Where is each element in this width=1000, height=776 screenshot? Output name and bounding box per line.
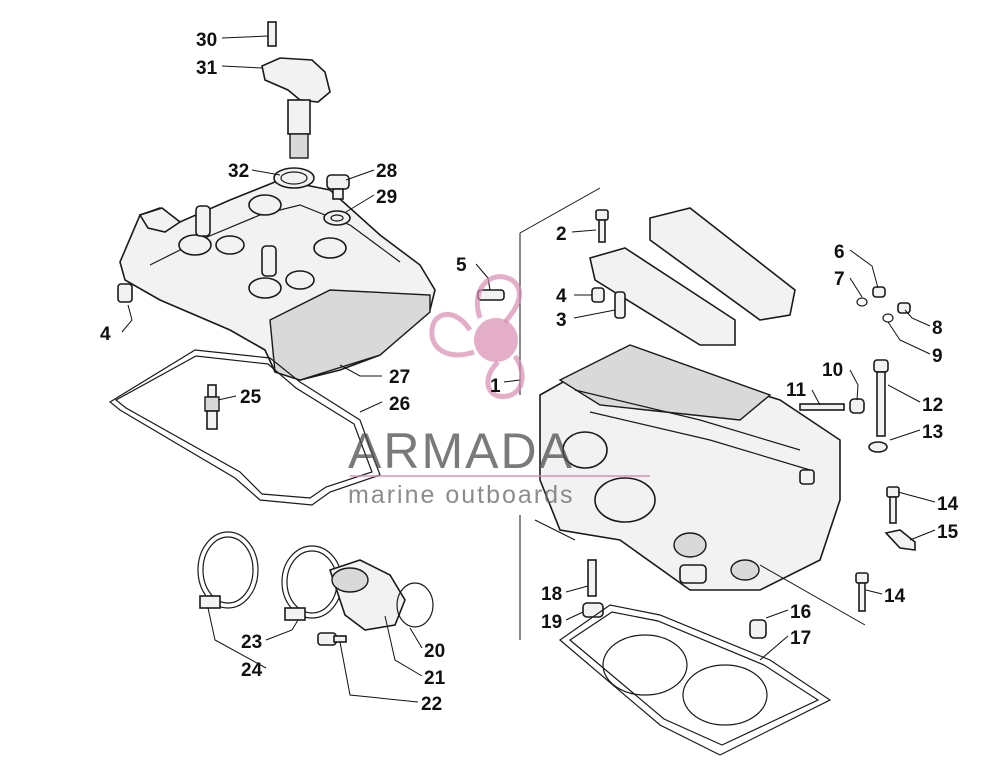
watermark: ARMADA marine outboards (348, 274, 650, 509)
callout-2: 2 (556, 224, 567, 245)
callout-24: 24 (241, 660, 263, 681)
callout-16: 16 (790, 602, 811, 623)
callout-9: 9 (932, 346, 943, 367)
cam-sensor (261, 21, 331, 189)
callout-28: 28 (376, 161, 397, 182)
callout-18: 18 (541, 584, 562, 605)
callout-12: 12 (922, 395, 943, 416)
watermark-tagline: marine outboards (348, 481, 575, 509)
cam-caps (589, 207, 796, 346)
bolt-2 (595, 209, 609, 243)
callout-21: 21 (424, 668, 446, 689)
pin-3-4 (591, 287, 626, 319)
callout-20: 20 (424, 641, 445, 662)
fittings-6-9 (856, 286, 911, 323)
callout-14-upper: 14 (937, 494, 959, 515)
cover-bolt-washer (323, 174, 351, 226)
callout-19: 19 (541, 612, 562, 633)
callout-25: 25 (240, 387, 262, 408)
dowel-pin (117, 283, 133, 303)
cylinder-head (539, 344, 841, 591)
valve-cover (119, 179, 436, 381)
callout-8: 8 (932, 318, 943, 339)
leader-lines (121, 35, 936, 703)
callout-22: 22 (421, 694, 442, 715)
callout-5: 5 (456, 255, 467, 276)
stud-nut-18-19 (582, 559, 604, 618)
callout-17: 17 (790, 628, 811, 649)
callout-10: 10 (822, 360, 843, 381)
callout-labels: 1 2 3 4 4 5 6 7 8 9 10 11 12 13 14 14 15… (100, 30, 959, 715)
callout-14-lower: 14 (884, 586, 906, 607)
callout-11: 11 (786, 380, 807, 401)
callout-4-right: 4 (556, 286, 567, 307)
frame-lines (519, 187, 866, 640)
callout-3: 3 (556, 310, 567, 331)
callout-6: 6 (834, 242, 845, 263)
callout-15: 15 (937, 522, 959, 543)
bolt-bracket-14-15 (855, 486, 916, 612)
callout-7: 7 (834, 269, 845, 290)
callout-1: 1 (490, 376, 501, 397)
spark-plug (204, 384, 220, 430)
callout-13: 13 (922, 422, 943, 443)
cover-gasket (108, 349, 381, 506)
callout-29: 29 (376, 187, 397, 208)
callout-30: 30 (196, 30, 217, 51)
callout-4-left: 4 (100, 324, 111, 345)
callout-27: 27 (389, 367, 410, 388)
callout-26: 26 (389, 394, 410, 415)
fasteners-10-13 (799, 359, 889, 453)
callout-23: 23 (241, 632, 262, 653)
callout-32: 32 (228, 161, 249, 182)
callout-31: 31 (196, 58, 218, 79)
propeller-logo (429, 274, 525, 399)
dowel-16 (749, 619, 767, 639)
watermark-brand: ARMADA (348, 423, 574, 479)
head-gasket (559, 604, 832, 756)
water-outlet-assembly (197, 531, 434, 646)
